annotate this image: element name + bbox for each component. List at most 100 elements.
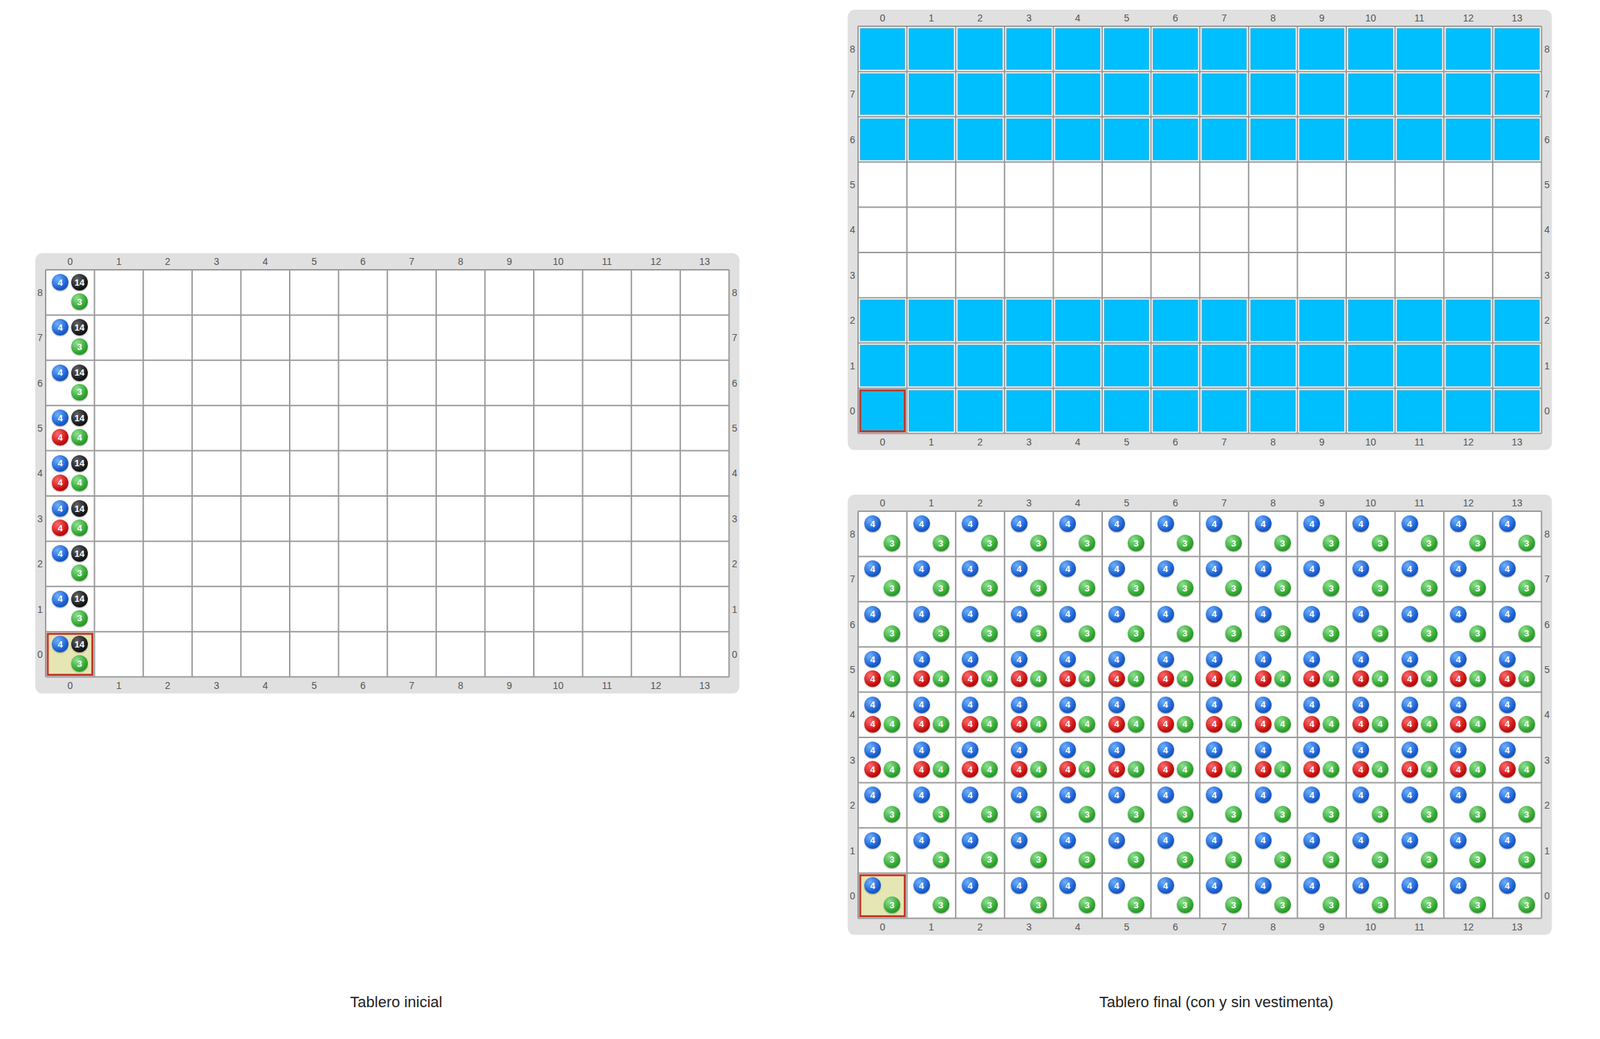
column-number: 3 — [1026, 497, 1032, 509]
green-ball-count: 4 — [932, 760, 950, 778]
blue-ball-count: 4 — [1499, 605, 1516, 623]
blue-ball-count: 4 — [1205, 605, 1223, 623]
green-ball-count: 4 — [1127, 670, 1145, 687]
blue-ball-count: 4 — [1499, 831, 1516, 849]
row-number: 7 — [849, 573, 856, 585]
blue-ball-count: 4 — [1449, 605, 1467, 623]
column-number: 13 — [1511, 921, 1523, 933]
blue-ball-count: 4 — [1010, 560, 1028, 577]
green-ball-count: 3 — [1274, 579, 1291, 597]
green-ball-count: 4 — [1274, 715, 1291, 733]
red-ball-count: 4 — [1010, 715, 1028, 733]
column-number: 2 — [977, 497, 984, 509]
blue-ball-count: 4 — [961, 560, 979, 577]
green-ball-count: 3 — [883, 625, 901, 642]
blue-ball-count: 4 — [1157, 515, 1175, 532]
green-ball-count: 3 — [1420, 851, 1438, 868]
green-ball-count: 4 — [1030, 715, 1047, 733]
column-number: 2 — [165, 679, 171, 691]
blue-ball-count: 4 — [1254, 831, 1272, 849]
green-ball-count: 3 — [1078, 625, 1096, 642]
red-ball-count: 4 — [1108, 760, 1125, 778]
green-ball-count: 3 — [1420, 625, 1438, 642]
red-ball-count: 4 — [1157, 760, 1175, 778]
red-ball-count: 4 — [1401, 670, 1419, 687]
column-number: 1 — [928, 12, 935, 24]
row-number: 1 — [731, 603, 738, 615]
green-ball-count: 3 — [1078, 579, 1096, 597]
green-ball-count: 3 — [1518, 896, 1536, 913]
green-ball-count: 3 — [1371, 805, 1389, 823]
green-ball-count: 4 — [1176, 715, 1194, 733]
red-ball-count: 4 — [1205, 760, 1223, 778]
blue-ball-count: 4 — [1205, 515, 1223, 532]
red-ball-count: 4 — [1449, 760, 1467, 778]
column-number: 10 — [553, 679, 565, 691]
red-ball-count: 4 — [1010, 760, 1028, 778]
row-number: 7 — [1543, 88, 1550, 100]
blue-ball-count: 4 — [913, 696, 930, 713]
blue-ball-count: 4 — [1352, 876, 1370, 894]
column-number: 12 — [1463, 921, 1475, 933]
blue-ball-count: 4 — [961, 786, 979, 803]
blue-ball-count: 4 — [864, 560, 881, 577]
row-number: 6 — [37, 377, 43, 389]
column-number: 8 — [1270, 12, 1276, 24]
red-ball-count: 4 — [1108, 715, 1125, 733]
red-ball-count: 4 — [1303, 760, 1320, 778]
red-ball-count: 4 — [1059, 715, 1076, 733]
row-number: 7 — [849, 88, 856, 100]
green-ball-count: 3 — [981, 534, 998, 552]
blue-ball-count: 4 — [1205, 560, 1223, 577]
column-number: 5 — [1123, 12, 1130, 24]
blue-ball-count: 4 — [1157, 650, 1175, 668]
blue-ball-count: 4 — [1449, 696, 1467, 713]
row-number: 3 — [37, 513, 43, 525]
blue-ball-count: 4 — [1499, 741, 1516, 758]
row-number: 6 — [1543, 618, 1550, 630]
row-number: 7 — [731, 331, 738, 343]
blue-ball-count: 4 — [1157, 786, 1175, 803]
green-ball-count: 4 — [1322, 760, 1340, 778]
blue-ball-count: 4 — [864, 605, 881, 623]
column-number: 0 — [67, 255, 73, 267]
green-ball-count: 3 — [1274, 805, 1291, 823]
red-ball-count: 4 — [1157, 670, 1175, 687]
row-number: 1 — [37, 603, 43, 615]
blue-ball-count: 4 — [51, 635, 69, 653]
blue-ball-count: 4 — [1303, 696, 1320, 713]
blue-ball-count: 4 — [961, 831, 979, 849]
blue-ball-count: 4 — [1254, 786, 1272, 803]
blue-ball-count: 4 — [1010, 831, 1028, 849]
red-ball-count: 4 — [961, 670, 979, 687]
row-number: 2 — [849, 314, 856, 326]
red-ball-count: 4 — [913, 715, 930, 733]
blue-ball-count: 4 — [913, 605, 930, 623]
red-ball-count: 4 — [864, 715, 881, 733]
green-ball-count: 4 — [1274, 670, 1291, 687]
column-number: 11 — [1414, 497, 1426, 509]
column-number: 7 — [1221, 497, 1228, 509]
row-number: 8 — [37, 286, 43, 299]
black-ball-count: 14 — [71, 544, 88, 562]
blue-ball-count: 4 — [913, 876, 930, 894]
green-ball-count: 4 — [1127, 715, 1145, 733]
black-ball-count: 14 — [71, 409, 88, 426]
green-ball-count: 3 — [1127, 896, 1145, 913]
column-number: 6 — [1172, 921, 1179, 933]
blue-ball-count: 4 — [1059, 876, 1076, 894]
blue-ball-count: 4 — [1303, 560, 1320, 577]
green-ball-count: 4 — [883, 715, 901, 733]
column-number: 2 — [977, 12, 984, 24]
column-number: 3 — [1026, 921, 1032, 933]
column-number: 1 — [928, 921, 935, 933]
green-ball-count: 3 — [1176, 896, 1194, 913]
blue-ball-count: 4 — [961, 696, 979, 713]
blue-ball-count: 4 — [961, 876, 979, 894]
column-number: 4 — [1075, 12, 1081, 24]
blue-ball-count: 4 — [1059, 786, 1076, 803]
green-ball-count: 4 — [1225, 715, 1242, 733]
blue-ball-count: 4 — [1401, 831, 1419, 849]
blue-ball-count: 4 — [1157, 741, 1175, 758]
green-ball-count: 3 — [1274, 534, 1291, 552]
